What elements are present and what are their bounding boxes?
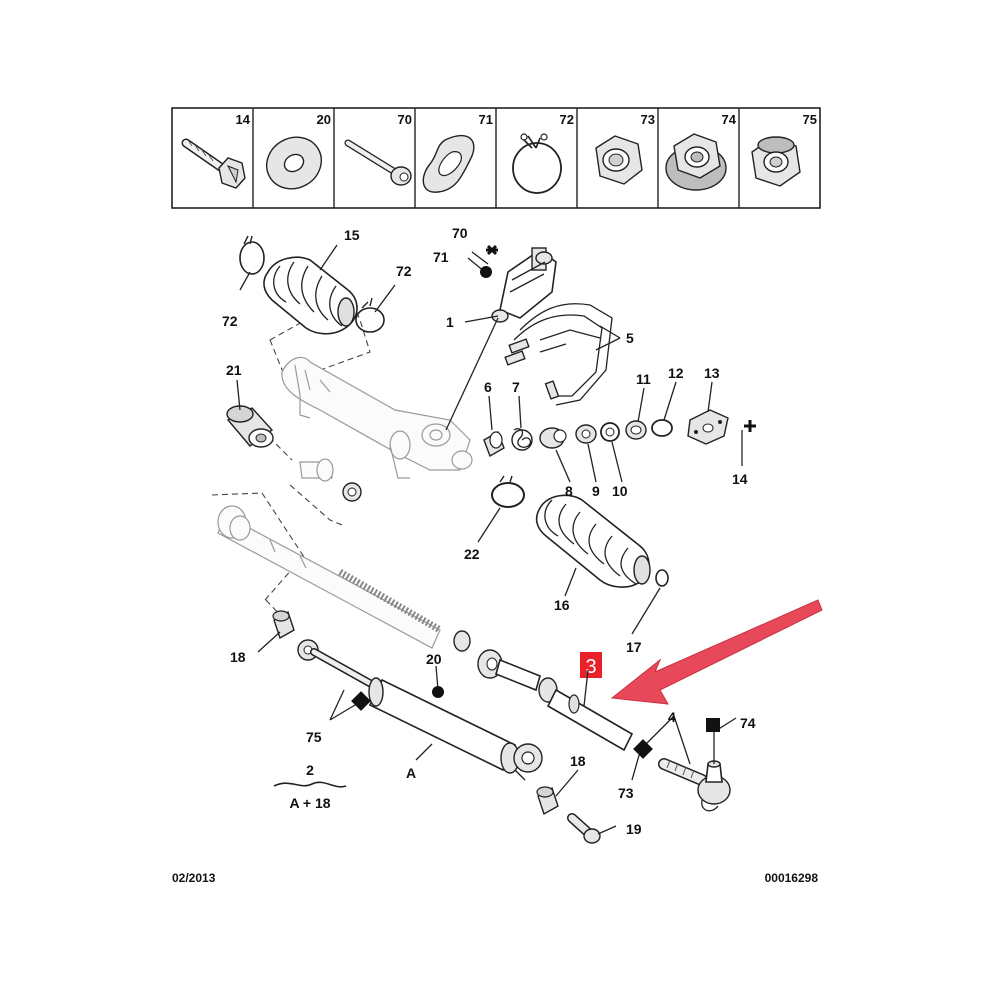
footer: 02/2013 00016298 — [172, 871, 818, 885]
callout-75: 75 — [306, 729, 322, 745]
callout-5: 5 — [626, 330, 634, 346]
callout-8: 8 — [565, 483, 573, 499]
star-symbol-icon — [486, 244, 498, 256]
flanged-nut-icon — [665, 133, 727, 191]
rack-tube — [217, 505, 471, 652]
square-symbol-icon — [706, 718, 720, 732]
callout-70: 70 — [452, 225, 468, 241]
callout-72: 72 — [222, 313, 238, 329]
callout-16: 16 — [554, 597, 570, 613]
callout-19: 19 — [626, 821, 642, 837]
header-part-number: 72 — [560, 112, 574, 127]
svg-text:3: 3 — [585, 656, 596, 678]
callout-1: 1 — [446, 314, 454, 330]
clamp-22 — [491, 475, 525, 508]
ring-12 — [651, 419, 673, 437]
callout-73: 73 — [618, 785, 634, 801]
hose-clamp-icon — [512, 133, 562, 194]
long-screw-icon — [344, 139, 412, 186]
steering-damper-a — [297, 639, 543, 781]
cross-marker-14 — [744, 420, 756, 432]
kit-legend: 2 A + 18 — [273, 762, 347, 811]
bushing-6 — [483, 430, 505, 458]
lock-nut-icon — [751, 136, 801, 187]
callout-10: 10 — [612, 483, 628, 499]
leader-lines — [236, 244, 743, 835]
square-symbol-icon — [633, 739, 653, 759]
plug-8 — [539, 427, 567, 449]
clip-17 — [655, 569, 669, 587]
callout-17: 17 — [626, 639, 642, 655]
callout-11: 11 — [636, 371, 651, 387]
legend-top: 2 — [306, 762, 314, 778]
ring-9 — [575, 424, 597, 444]
callout-72: 72 — [396, 263, 412, 279]
bush-21 — [226, 405, 274, 448]
fastener-symbols — [351, 244, 720, 759]
hose-clamp-72-right — [355, 297, 385, 333]
bush-18-upper — [272, 610, 295, 640]
bush-18-lower — [536, 786, 559, 816]
steering-boot-15 — [263, 256, 358, 335]
callout-74: 74 — [740, 715, 756, 731]
callout-18: 18 — [570, 753, 586, 769]
dot-symbol-icon — [480, 266, 492, 278]
header-part-number: 74 — [722, 112, 737, 127]
bolt-icon — [181, 138, 246, 189]
header-part-number: 20 — [317, 112, 331, 127]
header-part-number: 14 — [236, 112, 251, 127]
legend-bottom: A + 18 — [289, 795, 330, 811]
header-parts-strip: 14 20 70 71 72 73 74 75 — [171, 107, 821, 209]
header-part-number: 70 — [398, 112, 412, 127]
callout-7: 7 — [512, 379, 520, 395]
callout-9: 9 — [592, 483, 600, 499]
plate-13 — [687, 409, 729, 445]
footer-reference: 00016298 — [765, 871, 819, 885]
ring-10 — [600, 422, 620, 442]
header-part-number: 75 — [803, 112, 817, 127]
highlight-label-3: 3 — [580, 652, 602, 678]
dot-symbol-icon — [432, 686, 444, 698]
callout-71: 71 — [433, 249, 449, 265]
rack-teeth — [338, 568, 442, 634]
rack-housing — [281, 356, 473, 479]
hose-clamp-72-left — [239, 235, 265, 275]
hex-nut-icon — [595, 135, 643, 185]
callout-18: 18 — [230, 649, 246, 665]
callout-14: 14 — [732, 471, 748, 487]
tie-rod-3 — [477, 649, 634, 752]
spring-7 — [511, 428, 533, 451]
tie-rod-end-4 — [658, 758, 731, 812]
callout-22: 22 — [464, 546, 480, 562]
seal-stack — [483, 409, 756, 458]
highlight-arrow — [610, 599, 823, 705]
callout-numbers: 15 72 72 70 71 1 5 21 6 7 11 12 13 14 8 … — [222, 225, 756, 837]
header-part-number: 71 — [479, 112, 493, 127]
callout-12: 12 — [668, 365, 684, 381]
bolt-19 — [567, 813, 601, 844]
inner-tie-rod — [299, 458, 362, 502]
callout-21: 21 — [226, 362, 242, 378]
washer-icon — [266, 136, 322, 190]
callout-20: 20 — [426, 651, 442, 667]
valve-body-1 — [445, 247, 557, 431]
callout-a: A — [406, 765, 416, 781]
callout-6: 6 — [484, 379, 492, 395]
ring-11 — [625, 420, 647, 440]
steering-boot-16 — [535, 494, 651, 588]
square-symbol-icon — [351, 691, 371, 711]
hydraulic-pipes-5 — [504, 303, 613, 406]
callout-13: 13 — [704, 365, 720, 381]
bean-clip-icon — [422, 134, 475, 193]
callout-4: 4 — [668, 709, 676, 725]
footer-date: 02/2013 — [172, 871, 216, 885]
callout-15: 15 — [344, 227, 360, 243]
header-part-number: 73 — [641, 112, 655, 127]
